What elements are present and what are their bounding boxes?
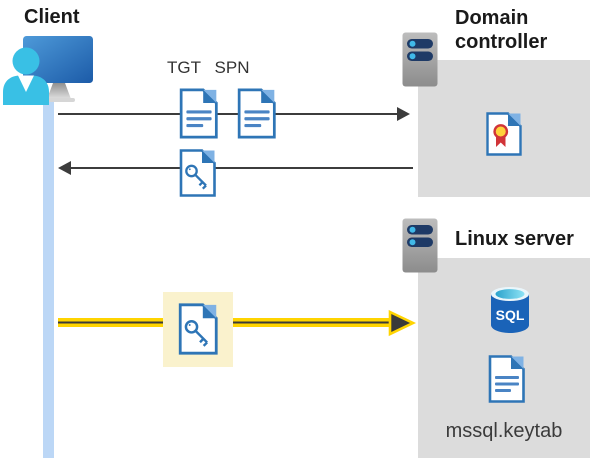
domain-controller-label: Domain controller: [455, 7, 548, 54]
request-arrow-line: [58, 113, 398, 115]
keytab-label: mssql.keytab: [445, 420, 563, 442]
keytab-document-icon: [488, 355, 525, 403]
key-glyph: [185, 164, 207, 190]
client-timeline-line: [43, 93, 54, 458]
domain-controller-server-icon: [402, 32, 438, 87]
linux-server-icon: [402, 218, 438, 273]
spn-label: SPN: [214, 58, 250, 77]
request-arrow-head-icon: [397, 107, 410, 121]
monitor-stand: [47, 83, 71, 99]
user-icon: [3, 47, 49, 105]
key-glyph: [184, 320, 208, 347]
ribbon-seal: [493, 124, 509, 147]
auth-arrow-head-icon: [388, 309, 417, 337]
client-computer-icon: [3, 36, 93, 105]
auth-key-document-icon: [178, 303, 218, 355]
linux-server-label: Linux server: [455, 228, 574, 250]
tgt-document-icon: [179, 88, 218, 139]
monitor-base: [45, 98, 75, 102]
sql-database-icon: SQL: [491, 287, 529, 333]
response-arrow-line: [70, 167, 413, 169]
response-arrow-head-icon: [58, 161, 71, 175]
service-ticket-key-document-icon: [179, 149, 216, 197]
spn-document-icon: [237, 88, 276, 139]
sql-badge-text: SQL: [496, 307, 525, 323]
certificate-icon: [486, 112, 522, 156]
tgt-label: TGT: [167, 58, 201, 77]
monitor-icon: [23, 36, 93, 83]
client-label: Client: [24, 6, 80, 28]
